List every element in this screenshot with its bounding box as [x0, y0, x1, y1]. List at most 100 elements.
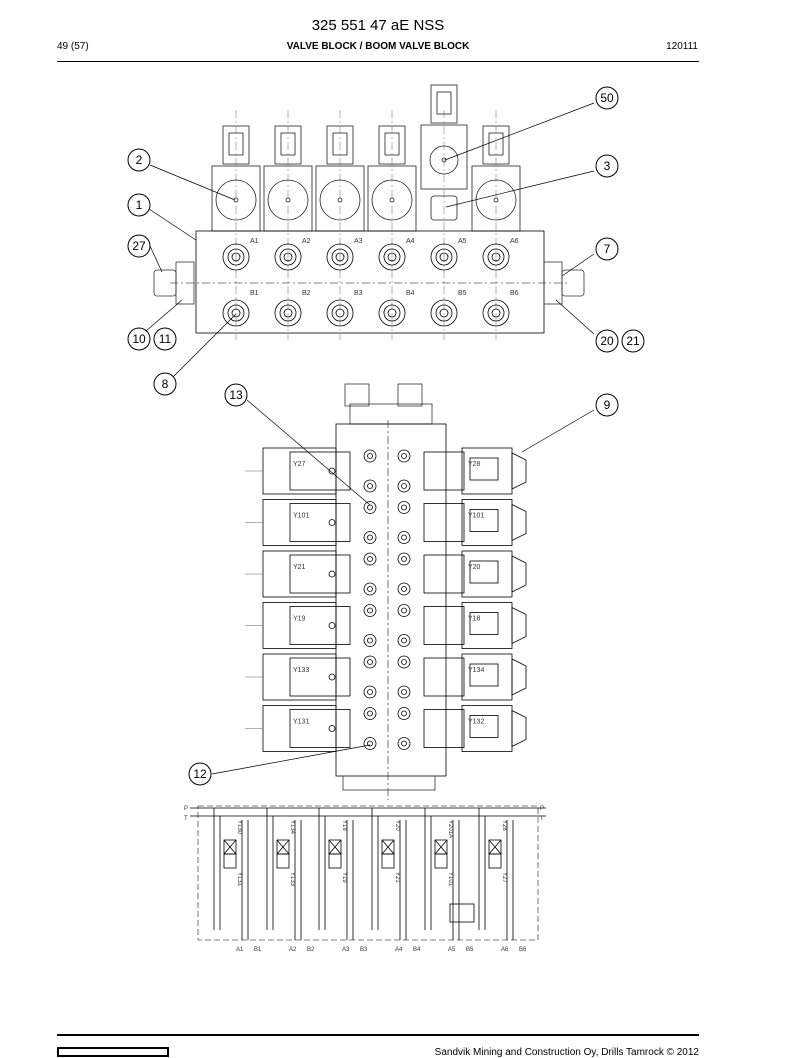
coil-label-right-4: Y18: [468, 616, 481, 623]
port-a5: [430, 243, 458, 271]
page-title: VALVE BLOCK / BOOM VALVE BLOCK: [286, 41, 470, 52]
coil-label-left-6: Y131: [293, 719, 309, 726]
svg-text:50: 50: [600, 91, 614, 105]
document-number: 325 551 47 aE NSS: [311, 17, 445, 34]
svg-text:11: 11: [159, 332, 172, 346]
callout-1: 1: [127, 193, 151, 217]
left-solenoid-2: [262, 499, 337, 546]
port-label-a4: A4: [406, 238, 415, 245]
callout-9: 9: [595, 393, 619, 417]
right-solenoid-4: [461, 602, 513, 649]
schematic-output-B6: B6: [519, 947, 527, 953]
schematic-valve-3-bottom: [328, 853, 342, 869]
schematic-valve-6-bottom: [488, 853, 502, 869]
callout-3: 3: [595, 154, 619, 178]
coil-label-right-3: Y20: [468, 564, 481, 571]
port-b5: [430, 299, 458, 327]
schematic-coil-bottom-6: Y27: [501, 872, 507, 883]
schematic-valve-4-bottom: [381, 853, 395, 869]
coil-label-right-1: Y28: [468, 461, 481, 468]
stack-port: [363, 737, 377, 750]
svg-text:10: 10: [132, 332, 146, 346]
port-label-b3: B3: [354, 290, 363, 297]
schematic-coil-bottom-3: Y19: [341, 872, 347, 883]
callout-7: 7: [595, 237, 619, 261]
stack-port: [363, 685, 377, 699]
stack-port: [397, 449, 411, 463]
port-label-a1: A1: [250, 238, 259, 245]
schematic-output-B5: B5: [466, 947, 474, 953]
callout-21: 21: [621, 329, 645, 353]
schematic-coil-bottom-1: Y131: [236, 872, 242, 887]
port-label-b2: B2: [302, 290, 311, 297]
schematic-output-A4: A4: [395, 947, 403, 953]
callout-27: 27: [127, 234, 151, 258]
callout-20: 20: [595, 329, 619, 353]
stack-port: [363, 479, 377, 493]
schematic-coil-top-4: Y20: [394, 820, 400, 831]
callout-8: 8: [153, 372, 177, 396]
coil-label-left-3: Y21: [293, 564, 306, 571]
schematic-output-B1: B1: [254, 947, 262, 953]
stack-port: [397, 685, 411, 699]
port-b2: [274, 299, 302, 327]
schematic-valve-5-bottom: [434, 853, 448, 869]
port-b4: [378, 299, 406, 327]
sandvik-logo: [57, 1047, 169, 1057]
callout-10: 10: [127, 327, 151, 351]
svg-text:7: 7: [604, 242, 611, 256]
coil-label-right-6: Y132: [468, 719, 484, 726]
schematic-t-label-left: T: [184, 816, 188, 822]
valve-head-5: [420, 124, 468, 190]
schematic-t-label-right: T: [540, 816, 544, 822]
stack-port: [397, 501, 411, 514]
port-b1: [222, 299, 250, 327]
left-solenoid-6: [262, 705, 337, 752]
port-label-a3: A3: [354, 238, 363, 245]
port-a4: [378, 243, 406, 271]
right-solenoid-6: [461, 705, 513, 752]
schematic-coil-bottom-4: Y21: [394, 872, 400, 883]
schematic-output-A5: A5: [448, 947, 456, 953]
stack-port: [363, 707, 377, 720]
right-solenoid-1: [461, 447, 513, 495]
schematic-coil-top-5: Y201A: [447, 820, 453, 838]
left-solenoid-5: [262, 653, 337, 701]
schematic-coil-top-1: Y130: [236, 820, 242, 835]
left-solenoid-3: [262, 550, 337, 598]
port-a3: [326, 243, 354, 271]
stack-port: [363, 501, 377, 514]
port-a6: [482, 243, 510, 271]
svg-text:13: 13: [229, 388, 243, 402]
stack-port: [363, 531, 377, 544]
left-solenoid-1: [262, 447, 337, 495]
callout-2: 2: [127, 148, 151, 172]
svg-text:12: 12: [193, 767, 207, 781]
stack-port: [363, 449, 377, 463]
schematic-output-B3: B3: [360, 947, 368, 953]
svg-text:1: 1: [136, 198, 143, 212]
svg-text:21: 21: [626, 334, 640, 348]
stack-port: [397, 531, 411, 544]
schematic-coil-bottom-5: Y101: [447, 872, 453, 887]
schematic-p-label-left: P: [184, 806, 188, 812]
schematic-output-A6: A6: [501, 947, 509, 953]
callout-11: 11: [153, 327, 177, 351]
stack-port: [397, 737, 411, 750]
schematic-p-label-right: P: [540, 806, 544, 812]
schematic-valve-1-bottom: [223, 853, 237, 869]
coil-label-right-5: Y134: [468, 667, 484, 674]
header-rule: [57, 61, 699, 62]
stack-port: [397, 634, 411, 647]
port-label-b4: B4: [406, 290, 415, 297]
port-label-b1: B1: [250, 290, 259, 297]
port-b6: [482, 299, 510, 327]
port-a2: [274, 243, 302, 271]
port-label-a6: A6: [510, 238, 519, 245]
svg-text:27: 27: [132, 239, 146, 253]
stack-body: [335, 423, 447, 777]
stack-port: [397, 582, 411, 596]
